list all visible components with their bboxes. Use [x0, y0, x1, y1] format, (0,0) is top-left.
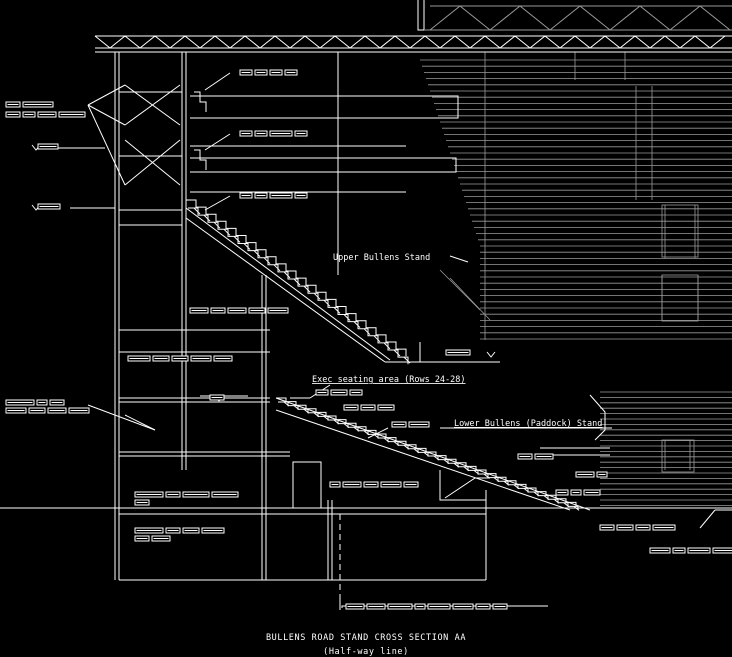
background-vomitory: [661, 439, 695, 473]
seat-riser-tick: [313, 412, 320, 418]
seat-riser-tick: [243, 243, 251, 250]
seat-riser-tick: [563, 502, 570, 508]
seat-riser-tick: [393, 349, 401, 357]
seat-riser-tick: [313, 292, 321, 300]
seat-riser-tick: [363, 328, 371, 336]
seat-riser-tick: [513, 484, 520, 490]
seat-riser-tick: [473, 470, 480, 475]
background-vomitory: [661, 204, 699, 258]
seat-riser-tick: [553, 498, 560, 504]
drawing-subtitle: (Half-way line): [323, 647, 409, 657]
seat-riser-tick: [303, 285, 311, 293]
upper-box-steps: [194, 91, 207, 112]
seat-riser-tick: [353, 426, 360, 432]
seat-riser-tick: [383, 342, 391, 350]
seat-riser-tick: [223, 228, 231, 236]
seat-riser-tick: [323, 416, 330, 421]
seat-riser-tick: [213, 221, 221, 229]
upper-stand-steps: [186, 199, 407, 357]
seat-riser-tick: [333, 307, 341, 314]
seat-riser-tick: [303, 408, 310, 414]
seat-riser-tick: [433, 455, 440, 461]
seat-riser-tick: [253, 250, 261, 257]
seat-riser-tick: [263, 257, 271, 265]
seat-riser-tick: [463, 466, 470, 472]
background-structure-line: [439, 269, 481, 311]
executive-area-label: Exec seating area (Rows 24-28): [312, 375, 466, 385]
seat-riser-tick: [343, 314, 351, 321]
seat-riser-tick: [203, 214, 211, 222]
stand-structure: [0, 52, 732, 610]
seat-riser-tick: [363, 430, 370, 436]
upper-stand-label: Upper Bullens Stand: [333, 253, 430, 263]
seat-riser-tick: [333, 419, 340, 425]
seat-riser-tick: [543, 495, 550, 500]
seat-riser-tick: [273, 264, 281, 272]
seat-riser-tick: [403, 444, 410, 450]
seat-riser-tick: [343, 423, 350, 428]
seat-riser-tick: [233, 236, 241, 243]
lower-stand-label: Lower Bullens (Paddock) Stand: [454, 419, 602, 429]
seating-steps: [186, 91, 580, 511]
seat-riser-tick: [193, 207, 201, 215]
dimension-text-blocks: [5, 69, 732, 610]
seat-riser-tick: [523, 488, 530, 493]
seat-riser-tick: [573, 506, 580, 511]
seat-riser-tick: [283, 271, 291, 279]
seat-riser-tick: [483, 473, 490, 479]
seat-riser-tick: [293, 278, 301, 286]
seat-riser-tick: [393, 441, 400, 446]
upper-box-steps: [194, 149, 207, 170]
upper-stand-steps: [188, 207, 409, 365]
seat-riser-tick: [503, 480, 510, 486]
background-structure-line: [449, 277, 491, 321]
seat-riser-tick: [323, 299, 331, 307]
background-vomitory: [661, 274, 699, 322]
seat-riser-tick: [283, 401, 290, 407]
drawing-title: BULLENS ROAD STAND CROSS SECTION AA: [266, 633, 466, 643]
seat-riser-tick: [373, 335, 381, 343]
background-seating-lines: [420, 52, 732, 506]
seat-riser-tick: [353, 321, 361, 328]
seat-riser-tick: [493, 477, 500, 482]
seat-riser-tick: [413, 448, 420, 454]
roof-truss: [94, 0, 732, 53]
seat-riser-tick: [443, 459, 450, 464]
seat-riser-tick: [403, 356, 411, 364]
seat-riser-tick: [453, 462, 460, 468]
seat-riser-tick: [423, 452, 430, 457]
seat-riser-tick: [533, 491, 540, 497]
truss-web: [94, 35, 726, 49]
seat-riser-tick: [293, 405, 300, 410]
seat-riser-tick: [383, 437, 390, 443]
